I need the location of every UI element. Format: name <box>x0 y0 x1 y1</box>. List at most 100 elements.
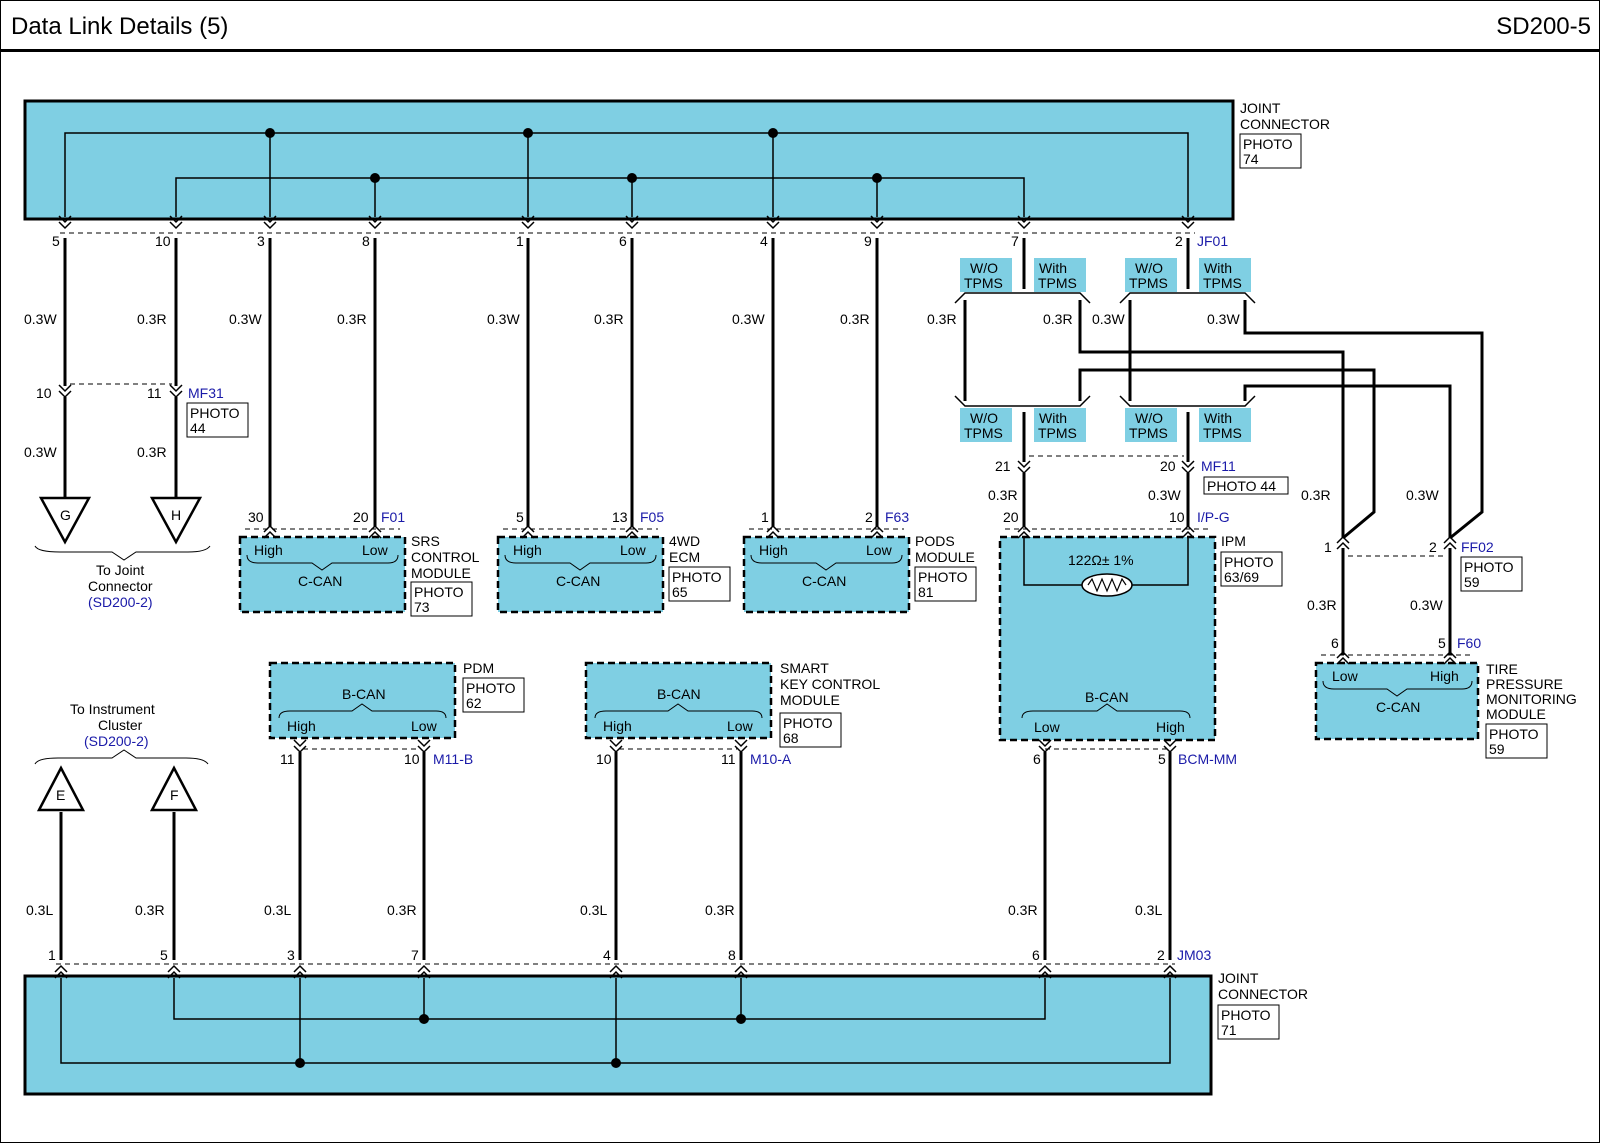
bottom-joint-connector: 1 5 3 7 4 8 6 2 JM03 JOINT CONNECTOR PHO… <box>23 947 1308 1096</box>
to-instrument-cluster: To Instrument Cluster (SD200-2) E F <box>34 701 209 812</box>
wire-label: 0.3R <box>988 487 1018 503</box>
ecm-name: 4WD <box>669 533 700 549</box>
wire-label: 0.3R <box>137 311 167 327</box>
connector-id-mf11: MF11 <box>1201 458 1236 474</box>
pods-pin: 1 <box>761 509 769 525</box>
symbol-e-label: E <box>56 787 65 803</box>
tpms-photo-num: 59 <box>1489 741 1505 757</box>
bottom-joint-pin: 3 <box>287 947 295 963</box>
bottom-joint-name: JOINT <box>1218 970 1259 986</box>
pdm-high: High <box>287 718 316 734</box>
connector-id-bcm-mm: BCM-MM <box>1178 751 1237 767</box>
option-tpms: TPMS <box>964 275 1003 291</box>
ipm-low: Low <box>1034 719 1061 735</box>
to-joint-ref: (SD200-2) <box>88 594 153 610</box>
mf11-pin: 20 <box>1160 458 1176 474</box>
wire-label: 0.3W <box>1410 597 1443 613</box>
wire-label: 0.3R <box>927 311 957 327</box>
option-with: With <box>1039 260 1067 276</box>
option-tpms: TPMS <box>1129 425 1168 441</box>
connector-symbol-h <box>149 496 203 545</box>
wire-label: 0.3R <box>840 311 870 327</box>
wire-label: 0.3L <box>580 902 607 918</box>
to-joint-text: To Joint <box>96 562 144 578</box>
top-joint-pin: 3 <box>257 233 265 249</box>
ipm-pin: 10 <box>1169 509 1185 525</box>
ecm-name: ECM <box>669 549 700 565</box>
tpms-module-block <box>1314 661 1480 741</box>
ipm-pin: 20 <box>1003 509 1019 525</box>
top-joint-photo: PHOTO <box>1243 136 1293 152</box>
connector-symbol-e <box>36 765 86 812</box>
ipm-module: 20 10 I/P-G 122Ω± 1% B-CAN Low High IPM … <box>998 509 1283 767</box>
mf31-photo-num: 44 <box>190 420 206 436</box>
pods-bus: C-CAN <box>802 573 846 589</box>
ecm-photo-num: 65 <box>672 584 688 600</box>
pods-low: Low <box>866 542 893 558</box>
tpms-module-pin: 6 <box>1331 635 1339 651</box>
bottom-joint-pin: 6 <box>1032 947 1040 963</box>
bottom-joint-photo-num: 71 <box>1221 1022 1237 1038</box>
top-joint-pin: 2 <box>1175 233 1183 249</box>
tpms-name: PRESSURE <box>1486 676 1563 692</box>
wire-label: 0.3L <box>26 902 53 918</box>
pods-high: High <box>759 542 788 558</box>
pods-name: MODULE <box>915 549 975 565</box>
wire-label: 0.3R <box>1008 902 1038 918</box>
option-tpms: TPMS <box>1203 425 1242 441</box>
top-joint-pin: 8 <box>362 233 370 249</box>
connector-id-mf31: MF31 <box>188 385 224 401</box>
wire-label: 0.3W <box>1406 487 1439 503</box>
smartkey-name: KEY CONTROL <box>780 676 880 692</box>
smartkey-low: Low <box>727 718 754 734</box>
wire-label: 0.3W <box>1207 311 1240 327</box>
pdm-module-block <box>268 661 457 740</box>
mf31-pin: 11 <box>147 385 162 401</box>
srs-low: Low <box>362 542 389 558</box>
wire-label: 0.3R <box>337 311 367 327</box>
pdm-bus: B-CAN <box>342 686 386 702</box>
ipm-resistor: 122Ω± 1% <box>1068 552 1134 568</box>
wire-label: 0.3L <box>264 902 291 918</box>
tpms-name: TIRE <box>1486 661 1518 677</box>
top-joint-pin: 6 <box>619 233 627 249</box>
wire-label: 0.3W <box>1148 487 1181 503</box>
ecm-bus: C-CAN <box>556 573 600 589</box>
mf11-pin: 21 <box>995 458 1011 474</box>
option-wo: W/O <box>1135 260 1163 276</box>
ff02-pin: 1 <box>1324 539 1332 555</box>
connector-id-m11-b: M11-B <box>433 751 473 767</box>
to-cluster-text: To Instrument <box>70 701 155 717</box>
option-with: With <box>1204 410 1232 426</box>
option-tpms: TPMS <box>964 425 1003 441</box>
smartkey-pin: 11 <box>721 751 736 767</box>
srs-photo: PHOTO <box>414 584 464 600</box>
smartkey-module-block <box>584 661 773 740</box>
to-joint-text: Connector <box>88 578 153 594</box>
connector-id-ff02: FF02 <box>1461 539 1494 555</box>
pdm-module: B-CAN High Low PDM PHOTO 62 11 10 M11-B <box>268 660 525 767</box>
connector-id-f60: F60 <box>1457 635 1481 651</box>
to-joint-branch: 0.3W 0.3R 10 11 MF31 PHOTO 44 0.3W 0.3R … <box>24 238 249 610</box>
connector-id-f05: F05 <box>640 509 664 525</box>
resistor-icon <box>1081 573 1133 597</box>
ipm-name: IPM <box>1221 533 1246 549</box>
wire-label: 0.3R <box>1307 597 1337 613</box>
ecm-pin: 5 <box>516 509 524 525</box>
wire-label: 0.3R <box>1301 487 1331 503</box>
wire-label: 0.3W <box>1092 311 1125 327</box>
smartkey-name: SMART <box>780 660 829 676</box>
connector-id-jf01: JF01 <box>1197 233 1228 249</box>
option-tpms: TPMS <box>1038 425 1077 441</box>
pods-module: 0.3W 0.3R 1 2 F63 High Low C-CAN PODS MO… <box>732 238 977 614</box>
symbol-f-label: F <box>170 787 179 803</box>
top-joint-pin: 5 <box>52 233 60 249</box>
symbol-h-label: H <box>171 507 181 523</box>
bcm-pin: 6 <box>1033 751 1041 767</box>
srs-control-module: 0.3W 0.3R 30 20 F01 High Low C-CAN SRS C… <box>229 238 480 617</box>
option-wo: W/O <box>1135 410 1163 426</box>
bottom-joint-photo: PHOTO <box>1221 1007 1271 1023</box>
option-tpms: TPMS <box>1038 275 1077 291</box>
tpms-low: Low <box>1332 668 1359 684</box>
